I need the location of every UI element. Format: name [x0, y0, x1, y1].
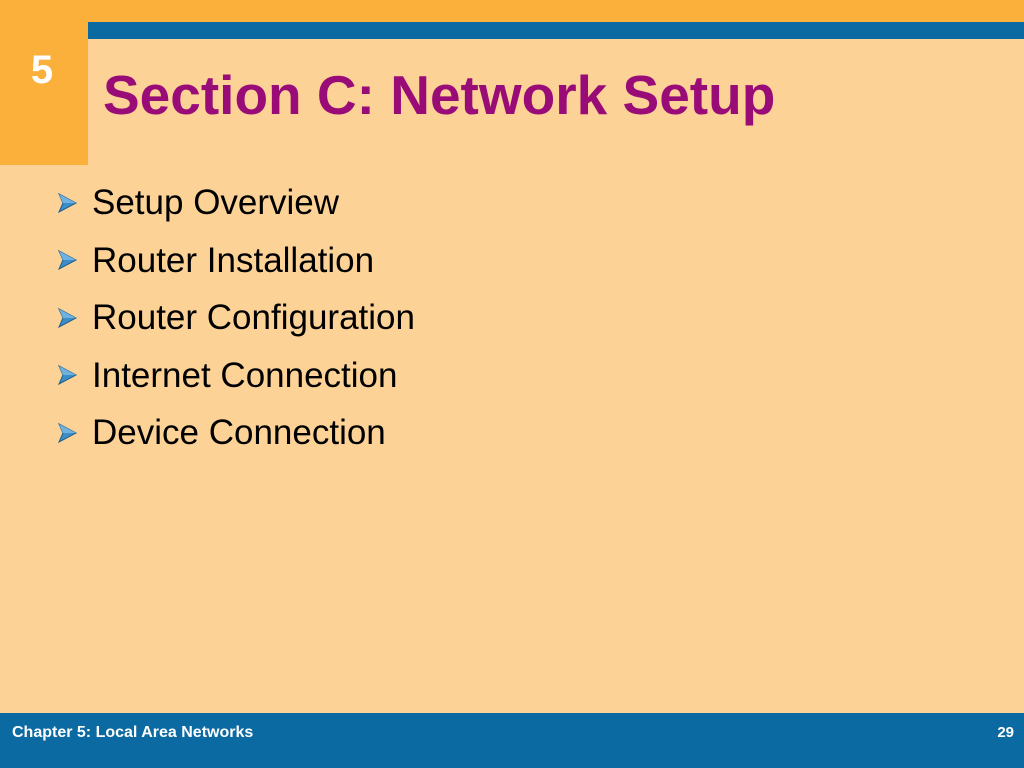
bullet-text: Device Connection: [92, 413, 386, 453]
top-stripe-blue: [88, 22, 1024, 39]
chapter-tab: 5: [0, 0, 88, 165]
footer-chapter-label: Chapter 5: Local Area Networks: [12, 724, 254, 741]
bullet-item: Router Configuration: [56, 289, 415, 347]
bullet-text: Router Installation: [92, 240, 375, 280]
top-stripe-orange: [0, 0, 1024, 22]
arrow-bullet-icon: [56, 347, 92, 405]
bullet-list: Setup Overview Router Installation Route…: [56, 174, 415, 462]
bullet-item: Router Installation: [56, 232, 415, 290]
footer-bar: Chapter 5: Local Area Networks 29: [0, 713, 1024, 768]
bullet-item: Device Connection: [56, 404, 415, 462]
bullet-text: Setup Overview: [92, 183, 340, 223]
page-number: 29: [997, 724, 1014, 741]
arrow-bullet-icon: [56, 174, 92, 232]
slide-title: Section C: Network Setup: [103, 64, 776, 126]
bullet-item: Setup Overview: [56, 174, 415, 232]
bullet-text: Router Configuration: [92, 298, 415, 338]
arrow-bullet-icon: [56, 289, 92, 347]
arrow-bullet-icon: [56, 404, 92, 462]
chapter-number: 5: [30, 48, 54, 92]
bullet-item: Internet Connection: [56, 347, 415, 405]
bullet-text: Internet Connection: [92, 355, 398, 395]
arrow-bullet-icon: [56, 232, 92, 290]
